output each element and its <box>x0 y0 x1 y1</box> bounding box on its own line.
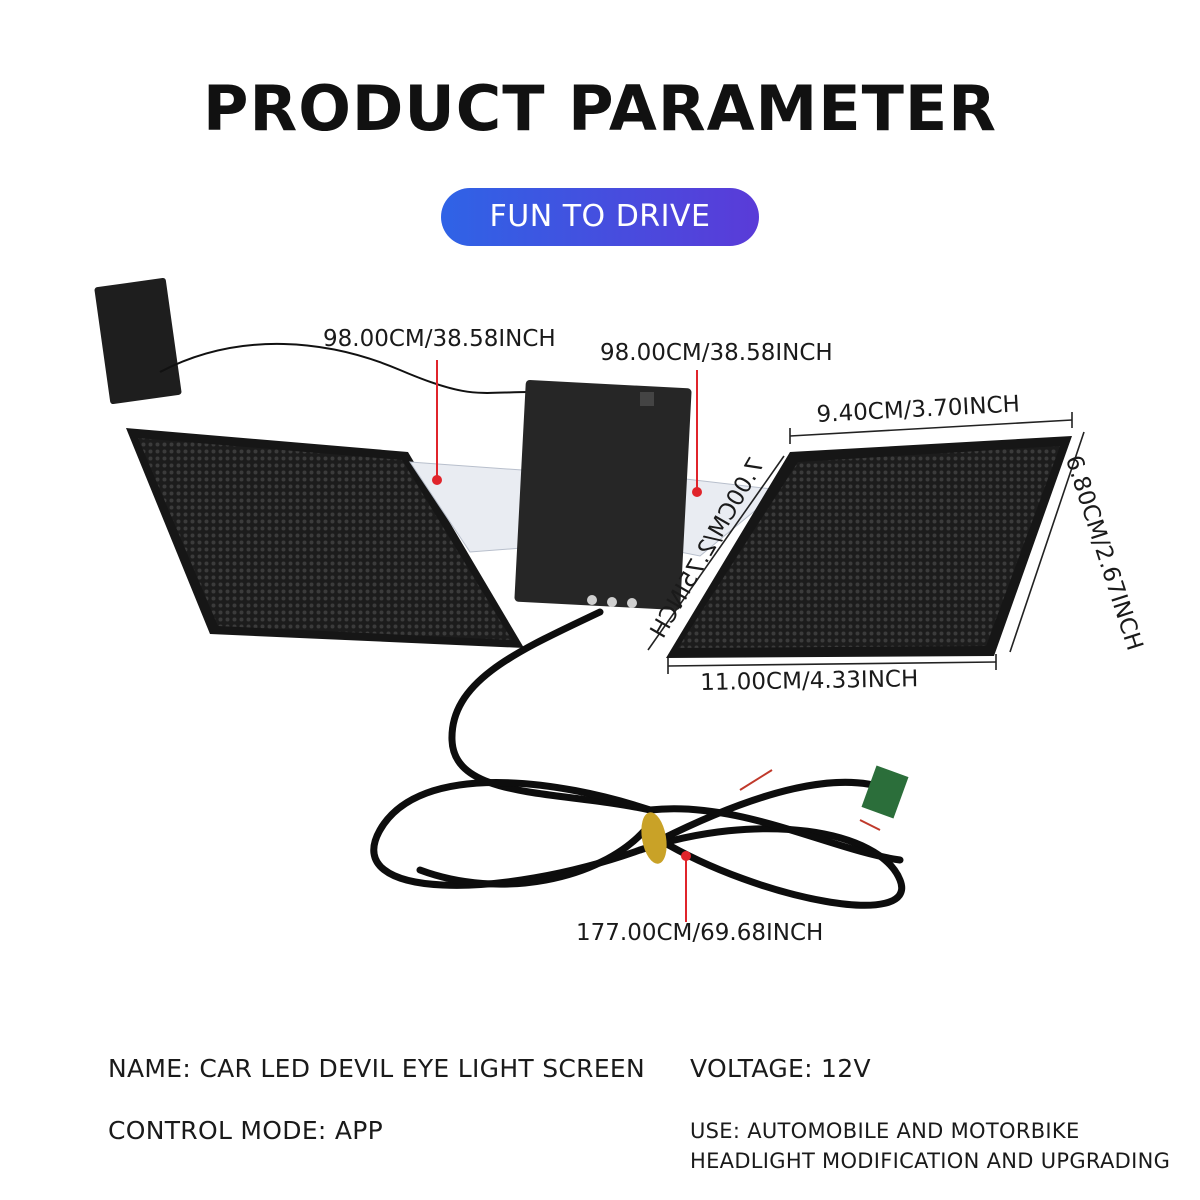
cable-left-length: 98.00CM/38.58INCH <box>323 326 556 352</box>
spec-use-line2: HEADLIGHT MODIFICATION AND UPGRADING <box>690 1149 1171 1173</box>
spec-voltage: VOLTAGE: 12V <box>690 1054 871 1083</box>
main-cable-length: 177.00CM/69.68INCH <box>576 920 824 946</box>
control-board <box>514 380 692 610</box>
spec-name: NAME: CAR LED DEVIL EYE LIGHT SCREEN <box>108 1054 646 1083</box>
page-title: PRODUCT PARAMETER <box>203 72 997 145</box>
cable-end-board <box>739 765 909 831</box>
spec-use-line1: USE: AUTOMOBILE AND MOTORBIKE <box>690 1119 1080 1143</box>
right-led-panel <box>666 436 1072 658</box>
cable-right-length: 98.00CM/38.58INCH <box>600 340 833 366</box>
dimension-markers <box>432 360 702 922</box>
spec-control-mode: CONTROL MODE: APP <box>108 1116 384 1145</box>
fun-to-drive-badge: FUN TO DRIVE <box>441 188 759 246</box>
measurement-brackets <box>647 412 1085 674</box>
spec-use: USE: AUTOMOBILE AND MOTORBIKE HEADLIGHT … <box>690 1116 1170 1176</box>
cable-tie <box>641 812 667 864</box>
antenna-module <box>94 277 531 405</box>
panel-bottom-width: 11.00CM/4.33INCH <box>700 666 919 696</box>
